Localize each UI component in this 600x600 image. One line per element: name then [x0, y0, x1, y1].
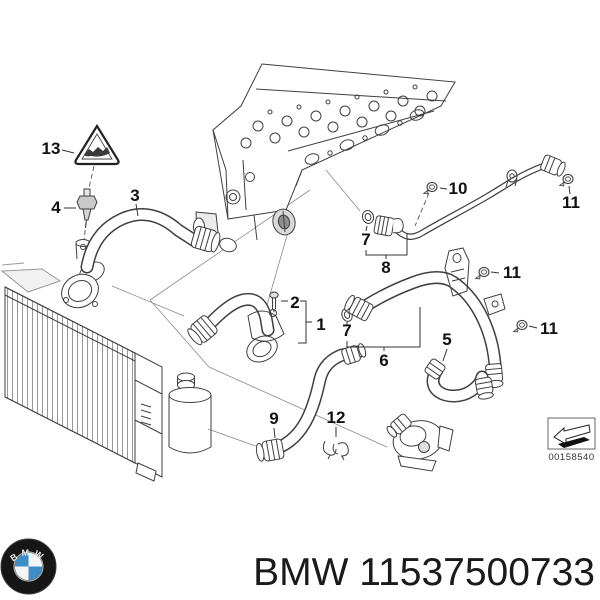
bolt-11-lower-drawing [513, 319, 528, 333]
hose-5-drawing [424, 358, 494, 403]
roundel-quadrant-br [28, 566, 43, 581]
callouts: 13 4 3 2 1 7 8 10 11 11 11 7 6 5 9 12 [42, 139, 580, 439]
hose-6-drawing [341, 173, 574, 389]
radiator-drawing [0, 262, 163, 482]
bolt-11-top-drawing [559, 173, 574, 187]
expansion-tank-drawing [168, 372, 212, 454]
callout-8: 8 [381, 258, 390, 277]
warning-triangle [74, 123, 120, 166]
hose-9-left-fitting [255, 438, 285, 462]
hose-1-assembly-drawing [187, 291, 285, 363]
callout-7-upper: 7 [361, 230, 370, 249]
callout-3: 3 [130, 186, 139, 205]
stamp-number: 00158540 [548, 452, 594, 463]
roundel-quadrant-tr [28, 552, 43, 567]
callout-9: 9 [269, 409, 278, 428]
thermostat-elbow-drawing [61, 239, 105, 309]
hose-3-drawing [80, 208, 221, 274]
callout-12: 12 [327, 408, 346, 427]
callout-13: 13 [42, 139, 61, 158]
pipe-8-end-fitting [540, 154, 566, 177]
hose-5-left-fitting [424, 358, 446, 380]
callout-2: 2 [290, 293, 299, 312]
part-number-text: BMW 11537500733 [253, 551, 595, 594]
callout-6: 6 [379, 351, 388, 370]
temperature-sensor-drawing [76, 188, 98, 229]
callout-10: 10 [449, 179, 468, 198]
bolt-11-middle-drawing [475, 266, 490, 280]
grommet-10-drawing [423, 181, 438, 195]
hose-9-right-fitting [341, 343, 367, 365]
hose-1-clamp-fitting [187, 315, 218, 346]
pipe-8-ribbed-fitting [373, 215, 404, 237]
callout-11-top: 11 [562, 193, 580, 212]
engine-drawing [193, 63, 456, 253]
crocodile-warning-icon [84, 147, 110, 157]
bmw-logo: BMW [0, 538, 57, 595]
pump-snout-fitting [386, 413, 412, 438]
bolt-2-drawing [269, 291, 279, 313]
spring-clamp-12-drawing [322, 440, 349, 461]
callout-7-lower: 7 [342, 321, 351, 340]
callout-1: 1 [316, 315, 325, 334]
roundel-quadrant-bl [14, 566, 29, 581]
hose-5-right-fitting [474, 376, 494, 400]
hose-9-drawing [255, 343, 367, 462]
callout-11-lower: 11 [540, 319, 558, 338]
callout-4: 4 [51, 198, 61, 217]
hose-6-ribbed-fitting [344, 294, 374, 322]
hose-3-clamp-fitting [190, 225, 221, 253]
water-pump-drawing [386, 413, 454, 472]
coolant-pipe-8-drawing [361, 154, 566, 240]
roundel-quadrant-tl [14, 552, 29, 567]
callout-5: 5 [442, 330, 451, 349]
callout-11-middle: 11 [503, 263, 521, 282]
stamp-box: 00158540 [547, 417, 596, 463]
direction-arrow-icon [553, 424, 591, 448]
